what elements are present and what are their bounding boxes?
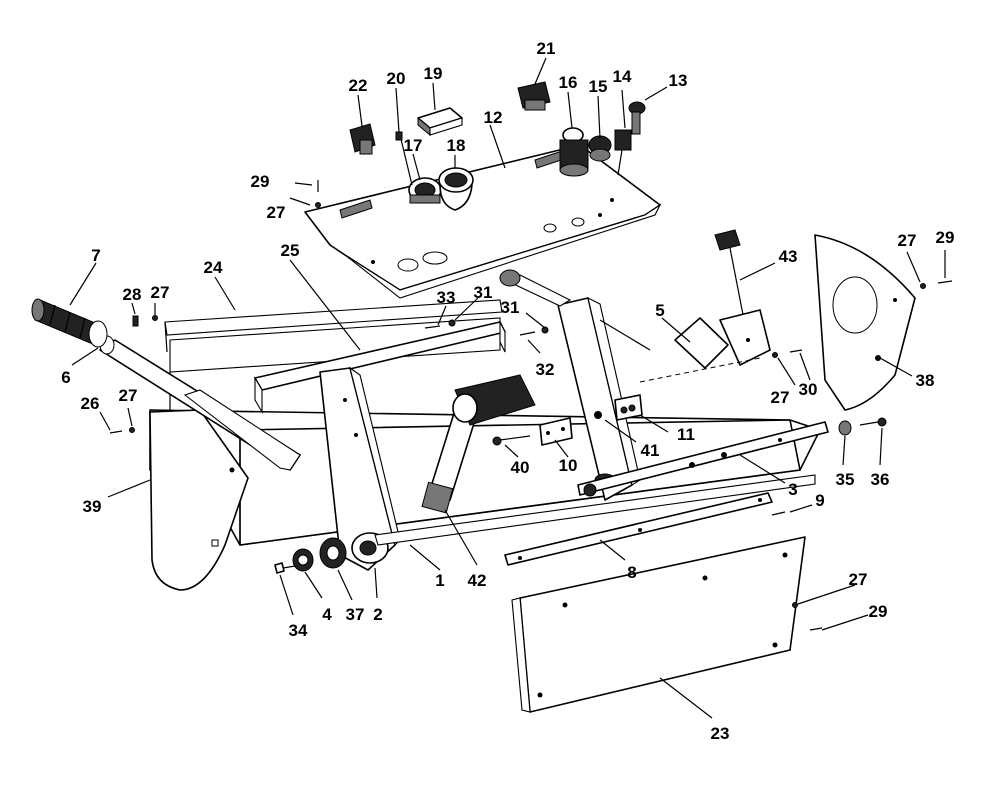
callout-19: 19 xyxy=(424,64,443,83)
callout-18: 18 xyxy=(447,136,466,155)
callout-16: 16 xyxy=(559,73,578,92)
callout-29b: 29 xyxy=(936,228,955,247)
callout-27d: 27 xyxy=(898,231,917,250)
callout-29a: 29 xyxy=(251,172,270,191)
part-17-18-gauges xyxy=(408,167,474,211)
callout-12: 12 xyxy=(484,108,503,127)
callout-14: 14 xyxy=(613,67,632,86)
part-7-grip xyxy=(31,298,108,348)
part-37-washer xyxy=(319,537,347,569)
callout-20: 20 xyxy=(387,69,406,88)
part-43-lever xyxy=(714,229,771,366)
part-40-pin xyxy=(492,435,531,446)
part-13-knob xyxy=(628,101,646,135)
callout-11: 11 xyxy=(677,425,695,444)
part-11-connector xyxy=(614,394,643,421)
callout-1: 1 xyxy=(435,571,444,590)
part-19-block xyxy=(417,107,463,137)
part-25-bracket xyxy=(254,321,506,415)
right-upright xyxy=(557,296,651,501)
part-15-knob xyxy=(588,135,612,162)
callout-31a: 31 xyxy=(474,283,493,302)
callout-15: 15 xyxy=(589,77,608,96)
callout-3: 3 xyxy=(788,480,797,499)
callout-labels: 1 2 3 4 5 6 7 8 9 10 11 12 13 14 15 16 1… xyxy=(61,39,954,743)
callout-40: 40 xyxy=(511,458,530,477)
callout-22: 22 xyxy=(349,76,368,95)
callout-8: 8 xyxy=(627,563,636,582)
part-34-bolt xyxy=(274,562,296,574)
callout-24: 24 xyxy=(204,258,223,277)
callout-13: 13 xyxy=(669,71,688,90)
callout-32: 32 xyxy=(536,360,555,379)
callout-34: 34 xyxy=(289,621,308,640)
callout-41: 41 xyxy=(641,441,660,460)
part-42-actuator xyxy=(421,374,536,514)
callout-2: 2 xyxy=(373,605,382,624)
callout-30: 30 xyxy=(799,380,818,399)
callout-6: 6 xyxy=(61,368,70,387)
callout-26: 26 xyxy=(81,394,100,413)
callout-37: 37 xyxy=(346,605,365,624)
part-22-switch xyxy=(349,123,376,155)
alignment-line xyxy=(639,357,761,383)
callout-28: 28 xyxy=(123,285,142,304)
callout-21: 21 xyxy=(537,39,556,58)
fasteners xyxy=(109,180,953,631)
part-39-left-plate xyxy=(149,409,249,591)
part-16-control xyxy=(559,127,589,177)
callout-27b: 27 xyxy=(267,203,286,222)
callout-17: 17 xyxy=(404,136,423,155)
callout-38: 38 xyxy=(916,371,935,390)
part-1-shaft xyxy=(374,474,816,546)
callout-4: 4 xyxy=(322,605,332,624)
part-38-right-plate xyxy=(814,234,916,411)
part-3-bar xyxy=(577,421,829,497)
callout-25: 25 xyxy=(281,241,300,260)
callout-42: 42 xyxy=(468,571,487,590)
callout-39: 39 xyxy=(83,497,102,516)
callout-27c: 27 xyxy=(151,283,170,302)
leader-lines xyxy=(69,57,946,719)
part-8-bar xyxy=(504,492,773,566)
part-23-bottom-plate xyxy=(511,536,806,713)
callout-5: 5 xyxy=(655,301,664,320)
callout-35: 35 xyxy=(836,470,855,489)
callout-27e: 27 xyxy=(771,388,790,407)
callout-27f: 27 xyxy=(849,570,868,589)
part-4-washer xyxy=(292,548,314,572)
part-21-switch xyxy=(517,81,551,111)
part-14-switch xyxy=(614,129,632,176)
part-10-bracket xyxy=(539,417,573,446)
callout-33: 33 xyxy=(437,288,456,307)
callout-10: 10 xyxy=(559,456,578,475)
callout-23: 23 xyxy=(711,724,730,743)
part-12-dash-panel xyxy=(304,144,662,299)
part-5-plate xyxy=(674,317,729,369)
part-24-bar xyxy=(164,299,503,353)
upper-shaft xyxy=(499,269,572,307)
callout-31b: 31 xyxy=(501,298,520,317)
callout-7: 7 xyxy=(91,246,100,265)
callout-36: 36 xyxy=(871,470,890,489)
callout-43: 43 xyxy=(779,247,798,266)
callout-9: 9 xyxy=(815,491,824,510)
callout-27a: 27 xyxy=(119,386,138,405)
callout-29c: 29 xyxy=(869,602,888,621)
